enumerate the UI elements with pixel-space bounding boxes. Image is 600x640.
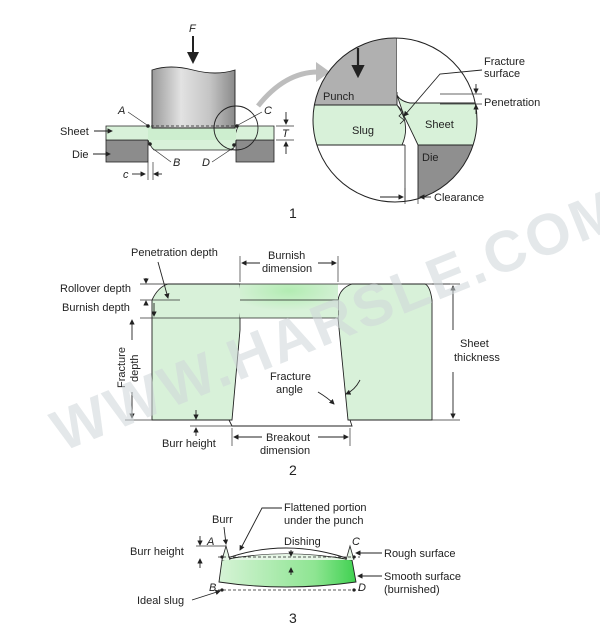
- detail-view: [313, 38, 477, 202]
- die-label: Die: [72, 149, 89, 161]
- fracture-depth-label-2: depth: [129, 354, 141, 382]
- figure-1: F A B C D Sheet Die c T: [60, 23, 540, 221]
- detail-die-label: Die: [422, 152, 439, 164]
- sheet-thickness-label-1: Sheet: [460, 338, 489, 350]
- ideal-slug-label: Ideal slug: [137, 595, 184, 607]
- force-label: F: [189, 23, 197, 35]
- point-d-label: D: [202, 157, 210, 169]
- burnish-dimension-label-1: Burnish: [268, 250, 305, 262]
- detail-arrow-icon: [256, 69, 319, 108]
- rough-surface-label: Rough surface: [384, 548, 456, 560]
- fracture-depth-label-1: Fracture: [116, 347, 128, 388]
- fig3-burr-height-label: Burr height: [130, 546, 184, 558]
- burr-height-label-2: Burr height: [162, 438, 216, 450]
- figure-3: A B C D Burr Flattened portion under the…: [130, 502, 461, 626]
- detail-punch-label: Punch: [323, 91, 354, 103]
- penetration-depth-label: Penetration depth: [131, 247, 218, 259]
- burr-right: [345, 544, 355, 561]
- fig3-point-b-label: B: [209, 582, 216, 594]
- figure-1-number: 1: [289, 205, 297, 221]
- burnish-glow: [240, 284, 338, 318]
- figure-2: Penetration depth Burnish dimension Roll…: [60, 247, 500, 478]
- smooth-surface-label-1: Smooth surface: [384, 571, 461, 583]
- detail-slug-label: Slug: [352, 125, 374, 137]
- fig3-burr-label: Burr: [212, 514, 233, 526]
- detail-circle: [312, 37, 478, 203]
- fracture-angle-label-2: angle: [276, 384, 303, 396]
- slug-body: [218, 553, 357, 588]
- clearance-c-label: c: [123, 169, 129, 181]
- flattened-label-2: under the punch: [284, 515, 364, 527]
- breakout-dimension-label-1: Breakout: [266, 432, 310, 444]
- dishing-label: Dishing: [284, 536, 321, 548]
- thickness-t-label: T: [282, 128, 290, 140]
- point-b-label: B: [173, 157, 180, 169]
- fracture-surface-label-2: surface: [484, 68, 520, 80]
- burnish-dimension-label-2: dimension: [262, 263, 312, 275]
- punch-body: [151, 66, 236, 129]
- smooth-surface-label-2: (burnished): [384, 584, 440, 596]
- fracture-surface-label-1: Fracture: [484, 56, 525, 68]
- fig3-point-d-label: D: [358, 582, 366, 594]
- fig3-point-c-label: C: [352, 536, 360, 548]
- detail-sheet-label: Sheet: [425, 119, 454, 131]
- fracture-angle-label-1: Fracture: [270, 371, 311, 383]
- point-c-label: C: [264, 105, 272, 117]
- clearance-label: Clearance: [434, 192, 484, 204]
- sheet-label: Sheet: [60, 126, 89, 138]
- detail-arrow-head-icon: [316, 62, 330, 82]
- point-a-label: A: [117, 105, 125, 117]
- watermark: WWW.HARSLE.COM: [43, 176, 600, 464]
- flattened-label-1: Flattened portion: [284, 502, 367, 514]
- burnish-depth-label: Burnish depth: [62, 302, 130, 314]
- penetration-label: Penetration: [484, 97, 540, 109]
- rollover-depth-label: Rollover depth: [60, 283, 131, 295]
- die-left: [105, 139, 149, 163]
- sheet-thickness-label-2: thickness: [454, 352, 500, 364]
- magnify-circle: [213, 105, 259, 151]
- die-right: [235, 139, 275, 163]
- figure-2-number: 2: [289, 462, 297, 478]
- fig3-point-a-label: A: [206, 536, 214, 548]
- figure-3-number: 3: [289, 610, 297, 626]
- breakout-dimension-label-2: dimension: [260, 445, 310, 457]
